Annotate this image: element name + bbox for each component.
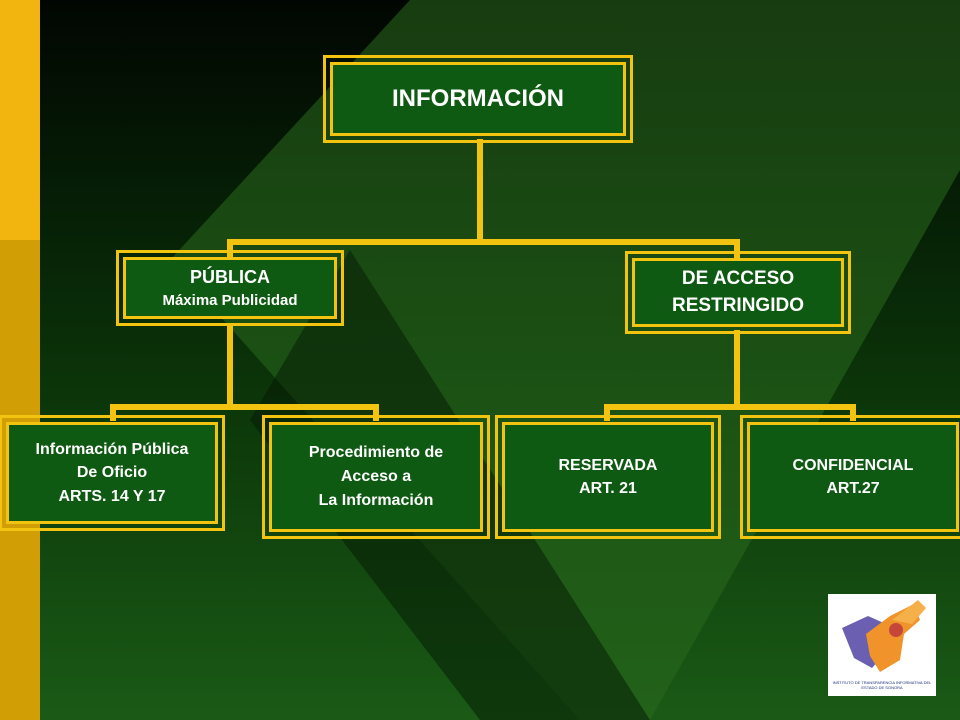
node-oficio-line3: ARTS. 14 Y 17 <box>58 487 166 505</box>
background-diamond <box>170 0 960 720</box>
node-confidencial-line1: CONFIDENCIAL <box>792 456 914 474</box>
node-informacion: INFORMACIÓN <box>323 55 633 143</box>
node-restringido-line1: DE ACCESO <box>681 267 795 289</box>
node-confidencial-line2: ART.27 <box>826 480 880 497</box>
node-oficio-line1: Información Pública <box>35 441 189 459</box>
node-publica-title: PÚBLICA <box>190 267 270 287</box>
node-procedimiento-line3: La Información <box>318 492 434 509</box>
left-accent-bar-top <box>0 0 40 240</box>
node-publica-subtitle: Máxima Publicidad <box>162 292 298 309</box>
logo-icon <box>842 600 926 672</box>
node-reservada-line2: ART. 21 <box>579 480 637 497</box>
node-publica: PÚBLICA Máxima Publicidad <box>116 250 344 326</box>
node-restringido-line2: RESTRINGIDO <box>672 294 804 316</box>
node-restringido: DE ACCESO RESTRINGIDO <box>625 251 851 334</box>
node-confidencial: CONFIDENCIAL ART.27 <box>740 415 960 539</box>
node-reservada-line1: RESERVADA <box>558 456 658 474</box>
node-procedimiento: Procedimiento de Acceso a La Información <box>262 415 490 539</box>
node-procedimiento-line2: Acceso a <box>340 468 412 485</box>
node-reservada: RESERVADA ART. 21 <box>495 415 721 539</box>
logo-caption: INSTITUTO DE TRANSPARENCIA INFORMATIVA D… <box>832 680 932 690</box>
node-oficio-line2: De Oficio <box>76 464 148 482</box>
node-informacion-label: INFORMACIÓN <box>392 85 564 112</box>
node-oficio: Información Pública De Oficio ARTS. 14 Y… <box>0 415 225 531</box>
node-procedimiento-line1: Procedimiento de <box>308 444 444 461</box>
transparency-institute-logo: INSTITUTO DE TRANSPARENCIA INFORMATIVA D… <box>828 594 936 696</box>
